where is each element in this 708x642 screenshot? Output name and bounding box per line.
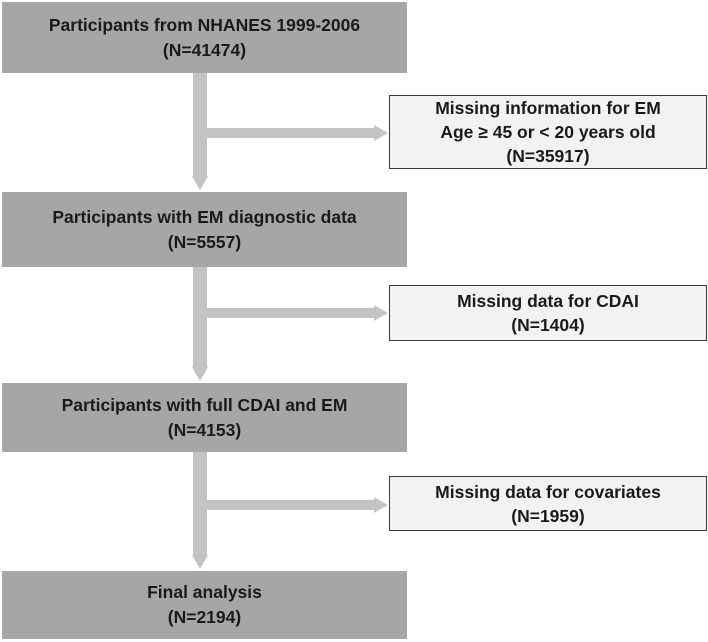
exclusion-arrow-first xyxy=(200,128,375,138)
connector-start-to-em xyxy=(193,73,207,176)
box-full-cdai-em: Participants with full CDAI and EM (N=41… xyxy=(2,383,407,452)
box-em-title: Participants with EM diagnostic data xyxy=(52,206,357,227)
exclusion-em-count: (N=35917) xyxy=(506,146,590,166)
box-nhanes-title: Participants from NHANES 1999-2006 xyxy=(48,14,361,35)
arrow-head-exclusion-first xyxy=(374,125,388,141)
box-final-analysis: Final analysis (N=2194) xyxy=(2,571,407,639)
arrow-head-to-em xyxy=(192,176,208,190)
arrow-head-to-final xyxy=(192,555,208,569)
box-final-count: (N=2194) xyxy=(167,607,242,627)
box-cdai-count: (N=4153) xyxy=(167,419,242,440)
exclusion-em-line1: Missing information for EM xyxy=(435,98,661,118)
exclusion-arrow-second xyxy=(200,308,375,318)
box-em-diagnostic: Participants with EM diagnostic data (N=… xyxy=(2,192,407,267)
box-em-count: (N=5557) xyxy=(167,231,242,252)
arrow-head-exclusion-third xyxy=(374,497,388,513)
exclusion-covariates-line1: Missing data for covariates xyxy=(435,481,661,502)
arrow-head-to-cdai xyxy=(192,367,208,381)
exclusion-cdai-count: (N=1404) xyxy=(511,315,585,335)
box-exclusion-covariates: Missing data for covariates (N=1959) xyxy=(389,476,707,531)
box-cdai-title: Participants with full CDAI and EM xyxy=(61,394,348,415)
box-final-title: Final analysis xyxy=(147,582,262,602)
box-exclusion-cdai: Missing data for CDAI (N=1404) xyxy=(389,285,707,341)
exclusion-arrow-third xyxy=(200,500,375,510)
exclusion-covariates-count: (N=1959) xyxy=(511,505,585,526)
box-exclusion-em: Missing information for EM Age ≥ 45 or <… xyxy=(389,95,707,169)
exclusion-em-line2: Age ≥ 45 or < 20 years old xyxy=(440,122,656,142)
box-nhanes-participants: Participants from NHANES 1999-2006 (N=41… xyxy=(2,2,407,73)
box-nhanes-count: (N=41474) xyxy=(162,39,247,60)
exclusion-cdai-line1: Missing data for CDAI xyxy=(457,291,639,311)
arrow-head-exclusion-second xyxy=(374,305,388,321)
